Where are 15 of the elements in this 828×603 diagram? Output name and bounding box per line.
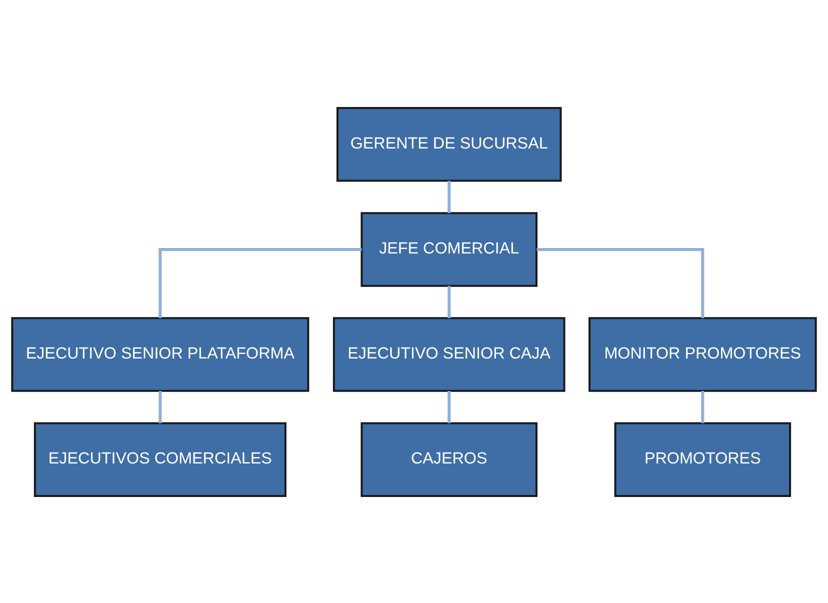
connector [448,180,451,213]
node-box: EJECUTIVOS COMERCIALES [34,422,286,496]
node-box: CAJEROS [360,422,538,496]
node-box: JEFE COMERCIAL [360,212,538,286]
connector [448,285,451,318]
connector [448,390,451,423]
node-box: PROMOTORES [614,422,792,496]
connector [536,247,704,318]
node-box: EJECUTIVO SENIOR PLATAFORMA [11,316,310,392]
connector [158,390,162,423]
connector [158,247,362,318]
node-box: MONITOR PROMOTORES [588,316,817,392]
node-box: EJECUTIVO SENIOR CAJA [332,316,566,392]
connector [701,390,704,423]
node-box: GERENTE DE SUCURSAL [336,106,562,182]
